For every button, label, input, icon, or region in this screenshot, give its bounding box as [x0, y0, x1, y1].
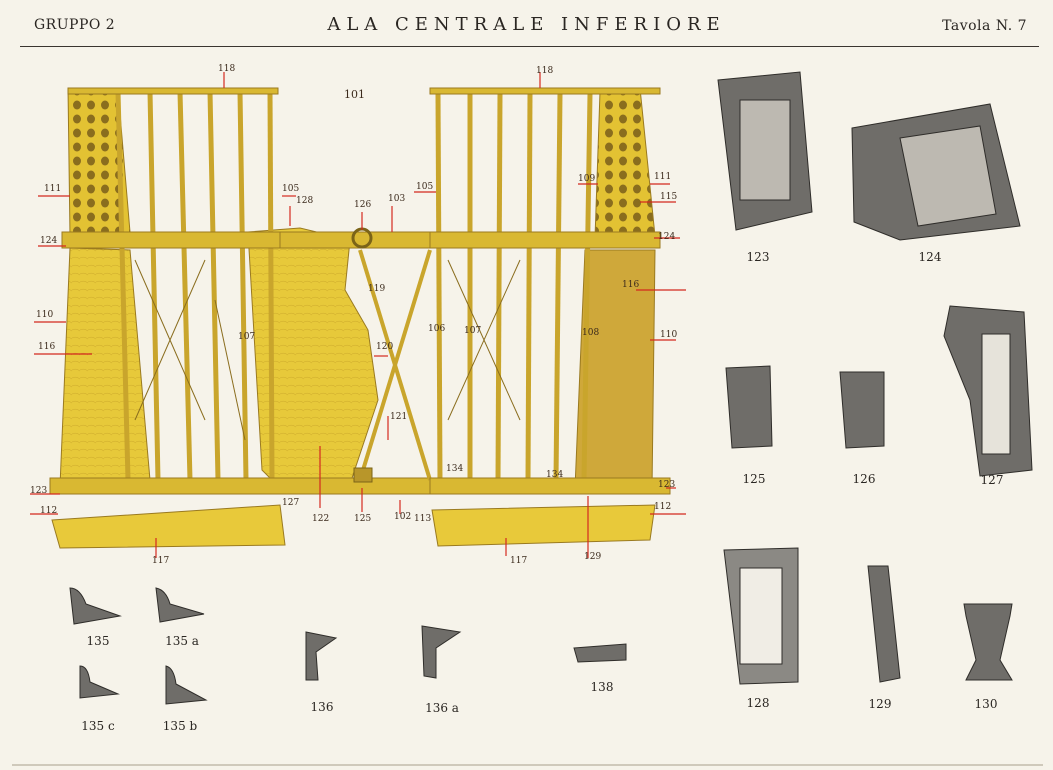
caption-135: 135	[86, 634, 110, 648]
page-edge	[12, 764, 1043, 766]
label-126: 126	[354, 200, 372, 210]
label-124-left: 124	[40, 236, 58, 246]
label-110-right: 110	[660, 330, 678, 340]
caption-130: 130	[974, 697, 998, 711]
label-105-left: 105	[282, 184, 300, 194]
caption-127: 127	[980, 473, 1004, 487]
label-107-right: 107	[464, 326, 482, 336]
label-118-right: 118	[536, 66, 554, 76]
right-wing-half	[429, 87, 671, 547]
label-108: 108	[582, 328, 600, 338]
label-127: 127	[282, 498, 300, 508]
label-113: 113	[414, 514, 432, 524]
label-111-left: 111	[44, 184, 62, 194]
caption-135c: 135 c	[81, 719, 115, 733]
label-117-left: 117	[152, 556, 170, 566]
left-wing-half	[49, 87, 451, 549]
label-122: 122	[312, 514, 330, 524]
caption-135b: 135 b	[162, 719, 198, 733]
label-115: 115	[660, 192, 678, 202]
label-105-right: 105	[416, 182, 434, 192]
label-103: 103	[388, 194, 406, 204]
caption-136a: 136 a	[425, 701, 459, 715]
label-116-right: 116	[622, 280, 640, 290]
label-109: 109	[578, 174, 596, 184]
caption-125: 125	[742, 472, 766, 486]
label-129-drawing: 129	[584, 552, 602, 562]
label-112-left: 112	[40, 506, 58, 516]
label-117-right: 117	[510, 556, 528, 566]
label-112-right: 112	[654, 502, 672, 512]
label-106: 106	[428, 324, 446, 334]
label-101: 101	[344, 88, 365, 101]
label-102: 102	[394, 512, 412, 522]
label-110-left: 110	[36, 310, 54, 320]
caption-123: 123	[746, 250, 770, 264]
header-rule	[20, 46, 1039, 47]
label-134-left: 134	[446, 464, 464, 474]
caption-138: 138	[590, 680, 614, 694]
label-121: 121	[390, 412, 408, 422]
label-107-left: 107	[238, 332, 256, 342]
plate-number: Tavola N. 7	[942, 18, 1027, 34]
label-128: 128	[296, 196, 314, 206]
label-111-right: 111	[654, 172, 672, 182]
caption-126: 126	[852, 472, 876, 486]
callout-leaders	[30, 72, 686, 558]
label-123-left: 123	[30, 486, 48, 496]
caption-128: 128	[746, 696, 770, 710]
label-119: 119	[368, 284, 386, 294]
label-125: 125	[354, 514, 372, 524]
caption-129: 129	[868, 697, 892, 711]
caption-136: 136	[310, 700, 334, 714]
caption-135a: 135 a	[165, 634, 199, 648]
label-120: 120	[376, 342, 394, 352]
caption-124: 124	[918, 250, 942, 264]
label-118-left: 118	[218, 64, 236, 74]
page-title: ALA CENTRALE INFERIORE	[327, 14, 726, 35]
label-134-right: 134	[546, 470, 564, 480]
group-label: GRUPPO 2	[34, 17, 116, 33]
metal-parts	[69, 71, 1033, 705]
label-116-left: 116	[38, 342, 56, 352]
label-123-right: 123	[658, 480, 676, 490]
label-124-right: 124	[658, 232, 676, 242]
